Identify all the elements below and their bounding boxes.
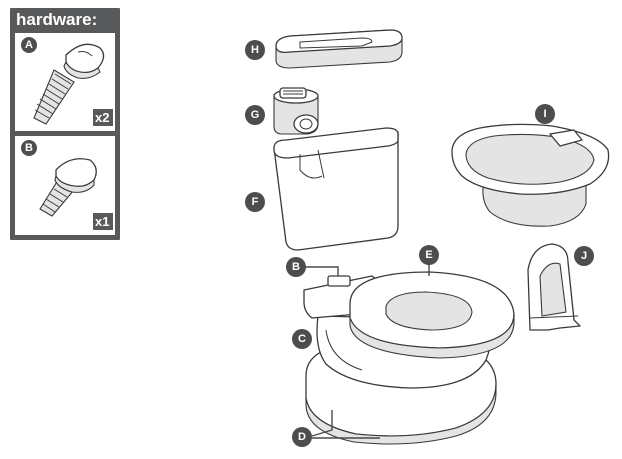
callout-j-label: J: [581, 250, 587, 262]
hardware-letter-b: B: [25, 142, 33, 154]
callout-i-label: I: [543, 108, 546, 120]
part-g-flush-button: [273, 87, 319, 135]
qty-a: x2: [95, 110, 109, 125]
screw-b-icon: [39, 158, 97, 217]
part-e-seat: [349, 271, 515, 359]
callout-g-label: G: [251, 109, 260, 121]
callout-h: H: [245, 40, 265, 60]
hardware-box-a: A x2: [15, 33, 115, 131]
part-f-tank: [273, 127, 399, 251]
part-j-splash-guard: [527, 243, 581, 331]
callout-e: E: [419, 245, 439, 265]
part-h-tank-lid: [275, 29, 403, 69]
hardware-letter-a: A: [25, 39, 33, 51]
callout-c-label: C: [298, 333, 306, 345]
callout-b-label: B: [292, 261, 300, 273]
callout-f-label: F: [252, 196, 259, 208]
callout-b: B: [286, 257, 306, 277]
callout-e-label: E: [425, 249, 432, 261]
callout-j: J: [574, 246, 594, 266]
hardware-title: hardware:: [16, 10, 97, 29]
hardware-box-b: B x1: [15, 136, 115, 235]
callout-d-label: D: [298, 431, 306, 443]
callout-i: I: [535, 104, 555, 124]
callout-h-label: H: [251, 44, 259, 56]
screw-a-icon: [33, 43, 105, 125]
leader-d-left: [311, 410, 333, 437]
leader-b: [299, 266, 339, 276]
callout-f: F: [245, 192, 265, 212]
callout-d: D: [292, 427, 312, 447]
button-b-fitting: [327, 275, 351, 287]
callout-c: C: [292, 329, 312, 349]
hardware-letter-a-badge: [21, 37, 37, 53]
hardware-panel: hardware: A x2: [10, 8, 120, 240]
callout-g: G: [245, 105, 265, 125]
hardware-letter-b-badge: [21, 140, 37, 156]
qty-b: x1: [95, 214, 109, 229]
part-i-bowl-insert: [451, 123, 610, 227]
qty-a-badge: [93, 109, 113, 126]
qty-b-badge: [93, 213, 113, 230]
